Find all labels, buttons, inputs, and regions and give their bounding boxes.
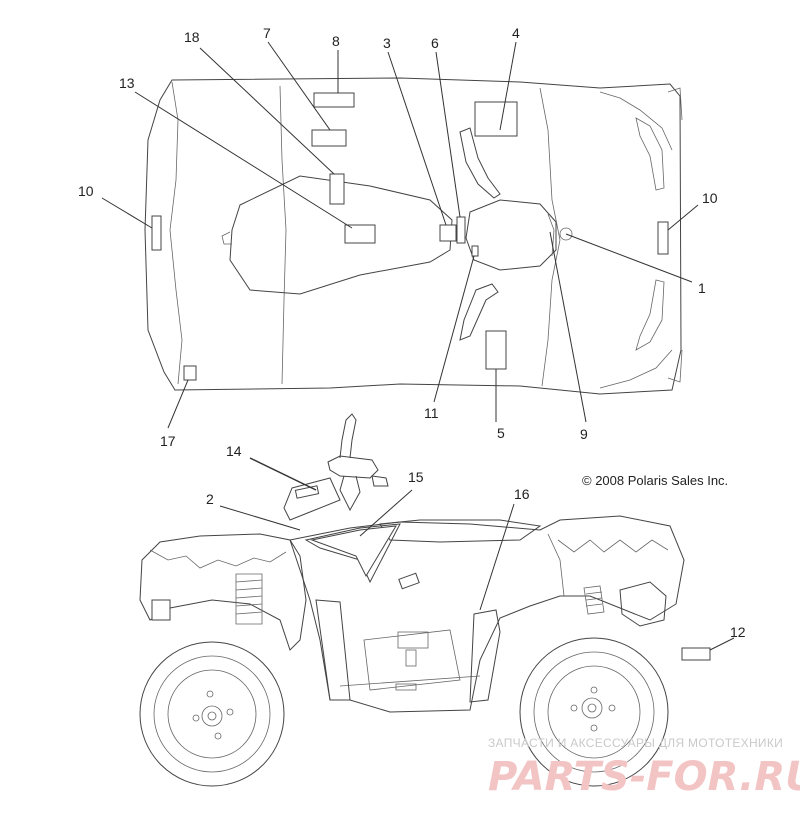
callout-9: 9 <box>580 426 588 442</box>
decal-6 <box>456 216 466 244</box>
callout-10-front: 10 <box>702 190 718 206</box>
callout-6: 6 <box>431 35 439 51</box>
callout-10-rear: 10 <box>78 183 94 199</box>
leader-lines-side <box>219 457 735 651</box>
callout-8: 8 <box>332 33 340 49</box>
callout-15: 15 <box>408 469 424 485</box>
decal-7 <box>311 129 347 147</box>
decal-14 <box>294 485 320 499</box>
callout-3: 3 <box>383 35 391 51</box>
decal-5 <box>485 330 507 370</box>
copyright-notice: © 2008 Polaris Sales Inc. <box>582 473 728 488</box>
decal-13 <box>344 224 376 244</box>
decal-11 <box>471 245 479 257</box>
callout-labels: 18 7 8 3 6 4 13 10 10 1 11 5 9 17 14 15 … <box>78 25 746 640</box>
leader-lines-top <box>101 41 699 429</box>
watermark: ЗАПЧАСТИ И АКСЕССУАРЫ ДЛЯ МОТОТЕХНИКИ PA… <box>488 736 800 800</box>
decal-3 <box>439 224 457 242</box>
callout-5: 5 <box>497 425 505 441</box>
atv-top-view <box>144 77 683 395</box>
callout-12: 12 <box>730 624 746 640</box>
callout-2: 2 <box>206 491 214 507</box>
decal-10-rear <box>151 215 162 251</box>
callout-18: 18 <box>184 29 200 45</box>
decal-15 <box>310 525 397 578</box>
decal-8 <box>313 92 355 108</box>
decal-4 <box>474 101 518 137</box>
decal-17 <box>183 365 197 381</box>
callout-17: 17 <box>160 433 176 449</box>
callout-13: 13 <box>119 75 135 91</box>
watermark-brand: PARTS-FOR.RU <box>488 754 800 800</box>
decal-rear-side <box>151 599 171 621</box>
decal-18 <box>329 173 345 205</box>
callout-11: 11 <box>424 405 439 421</box>
decal-10-front <box>657 221 669 255</box>
decal-side-badge <box>398 572 420 590</box>
callout-14: 14 <box>226 443 242 459</box>
watermark-tagline: ЗАПЧАСТИ И АКСЕССУАРЫ ДЛЯ МОТОТЕХНИКИ <box>488 736 783 750</box>
callout-16: 16 <box>514 486 530 502</box>
decal-12 <box>681 647 711 661</box>
callout-4: 4 <box>512 25 520 41</box>
atv-side-view <box>139 413 711 787</box>
callout-7: 7 <box>263 25 271 41</box>
callout-1: 1 <box>698 280 706 296</box>
